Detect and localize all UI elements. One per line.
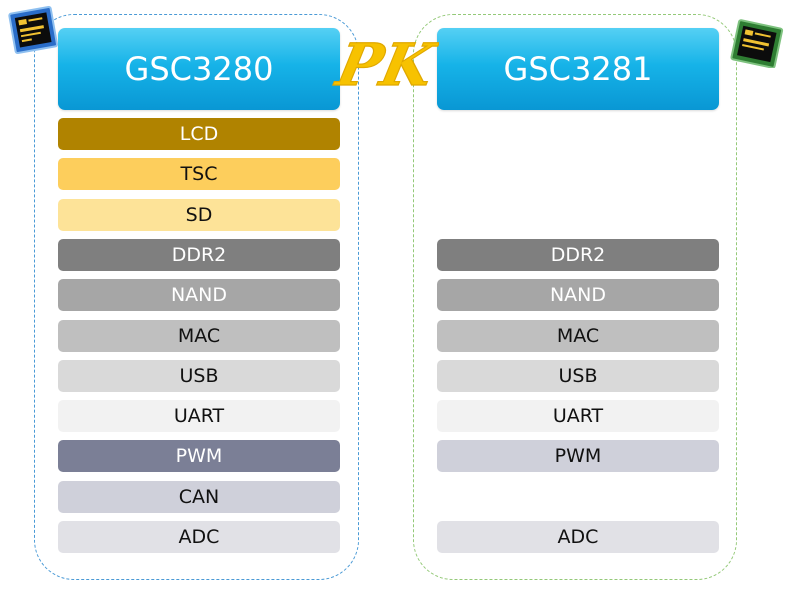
gsc3281-chip-icon	[730, 19, 784, 68]
gsc3280-module-uart: UART	[58, 400, 340, 433]
gsc3280-panel	[34, 14, 359, 580]
gsc3280-module-sd: SD	[58, 198, 340, 231]
gsc3281-module-pwm: PWM	[437, 440, 719, 473]
gsc3280-module-nand: NAND	[58, 279, 340, 312]
gsc3281-module-nand: NAND	[437, 279, 719, 312]
gsc3280-module-pwm: PWM	[58, 440, 340, 473]
svg-text:PK: PK	[329, 31, 439, 99]
gsc3280-module-usb: USB	[58, 359, 340, 392]
gsc3280-module-mac: MAC	[58, 319, 340, 352]
gsc3280-title: GSC3280	[58, 28, 340, 110]
gsc3281-title: GSC3281	[437, 28, 719, 110]
gsc3280-module-lcd: LCD	[58, 118, 340, 150]
gsc3281-module-adc: ADC	[437, 521, 719, 553]
pk-versus-label: PK	[329, 30, 439, 99]
gsc3280-module-ddr2: DDR2	[58, 238, 340, 271]
gsc3281-panel	[413, 14, 737, 580]
gsc3280-chip-icon	[8, 5, 59, 55]
gsc3280-module-adc: ADC	[58, 521, 340, 553]
gsc3281-module-uart: UART	[437, 400, 719, 433]
gsc3281-module-usb: USB	[437, 359, 719, 392]
gsc3280-module-tsc: TSC	[58, 158, 340, 191]
gsc3281-module-mac: MAC	[437, 319, 719, 352]
gsc3280-module-can: CAN	[58, 480, 340, 513]
gsc3281-module-ddr2: DDR2	[437, 238, 719, 271]
